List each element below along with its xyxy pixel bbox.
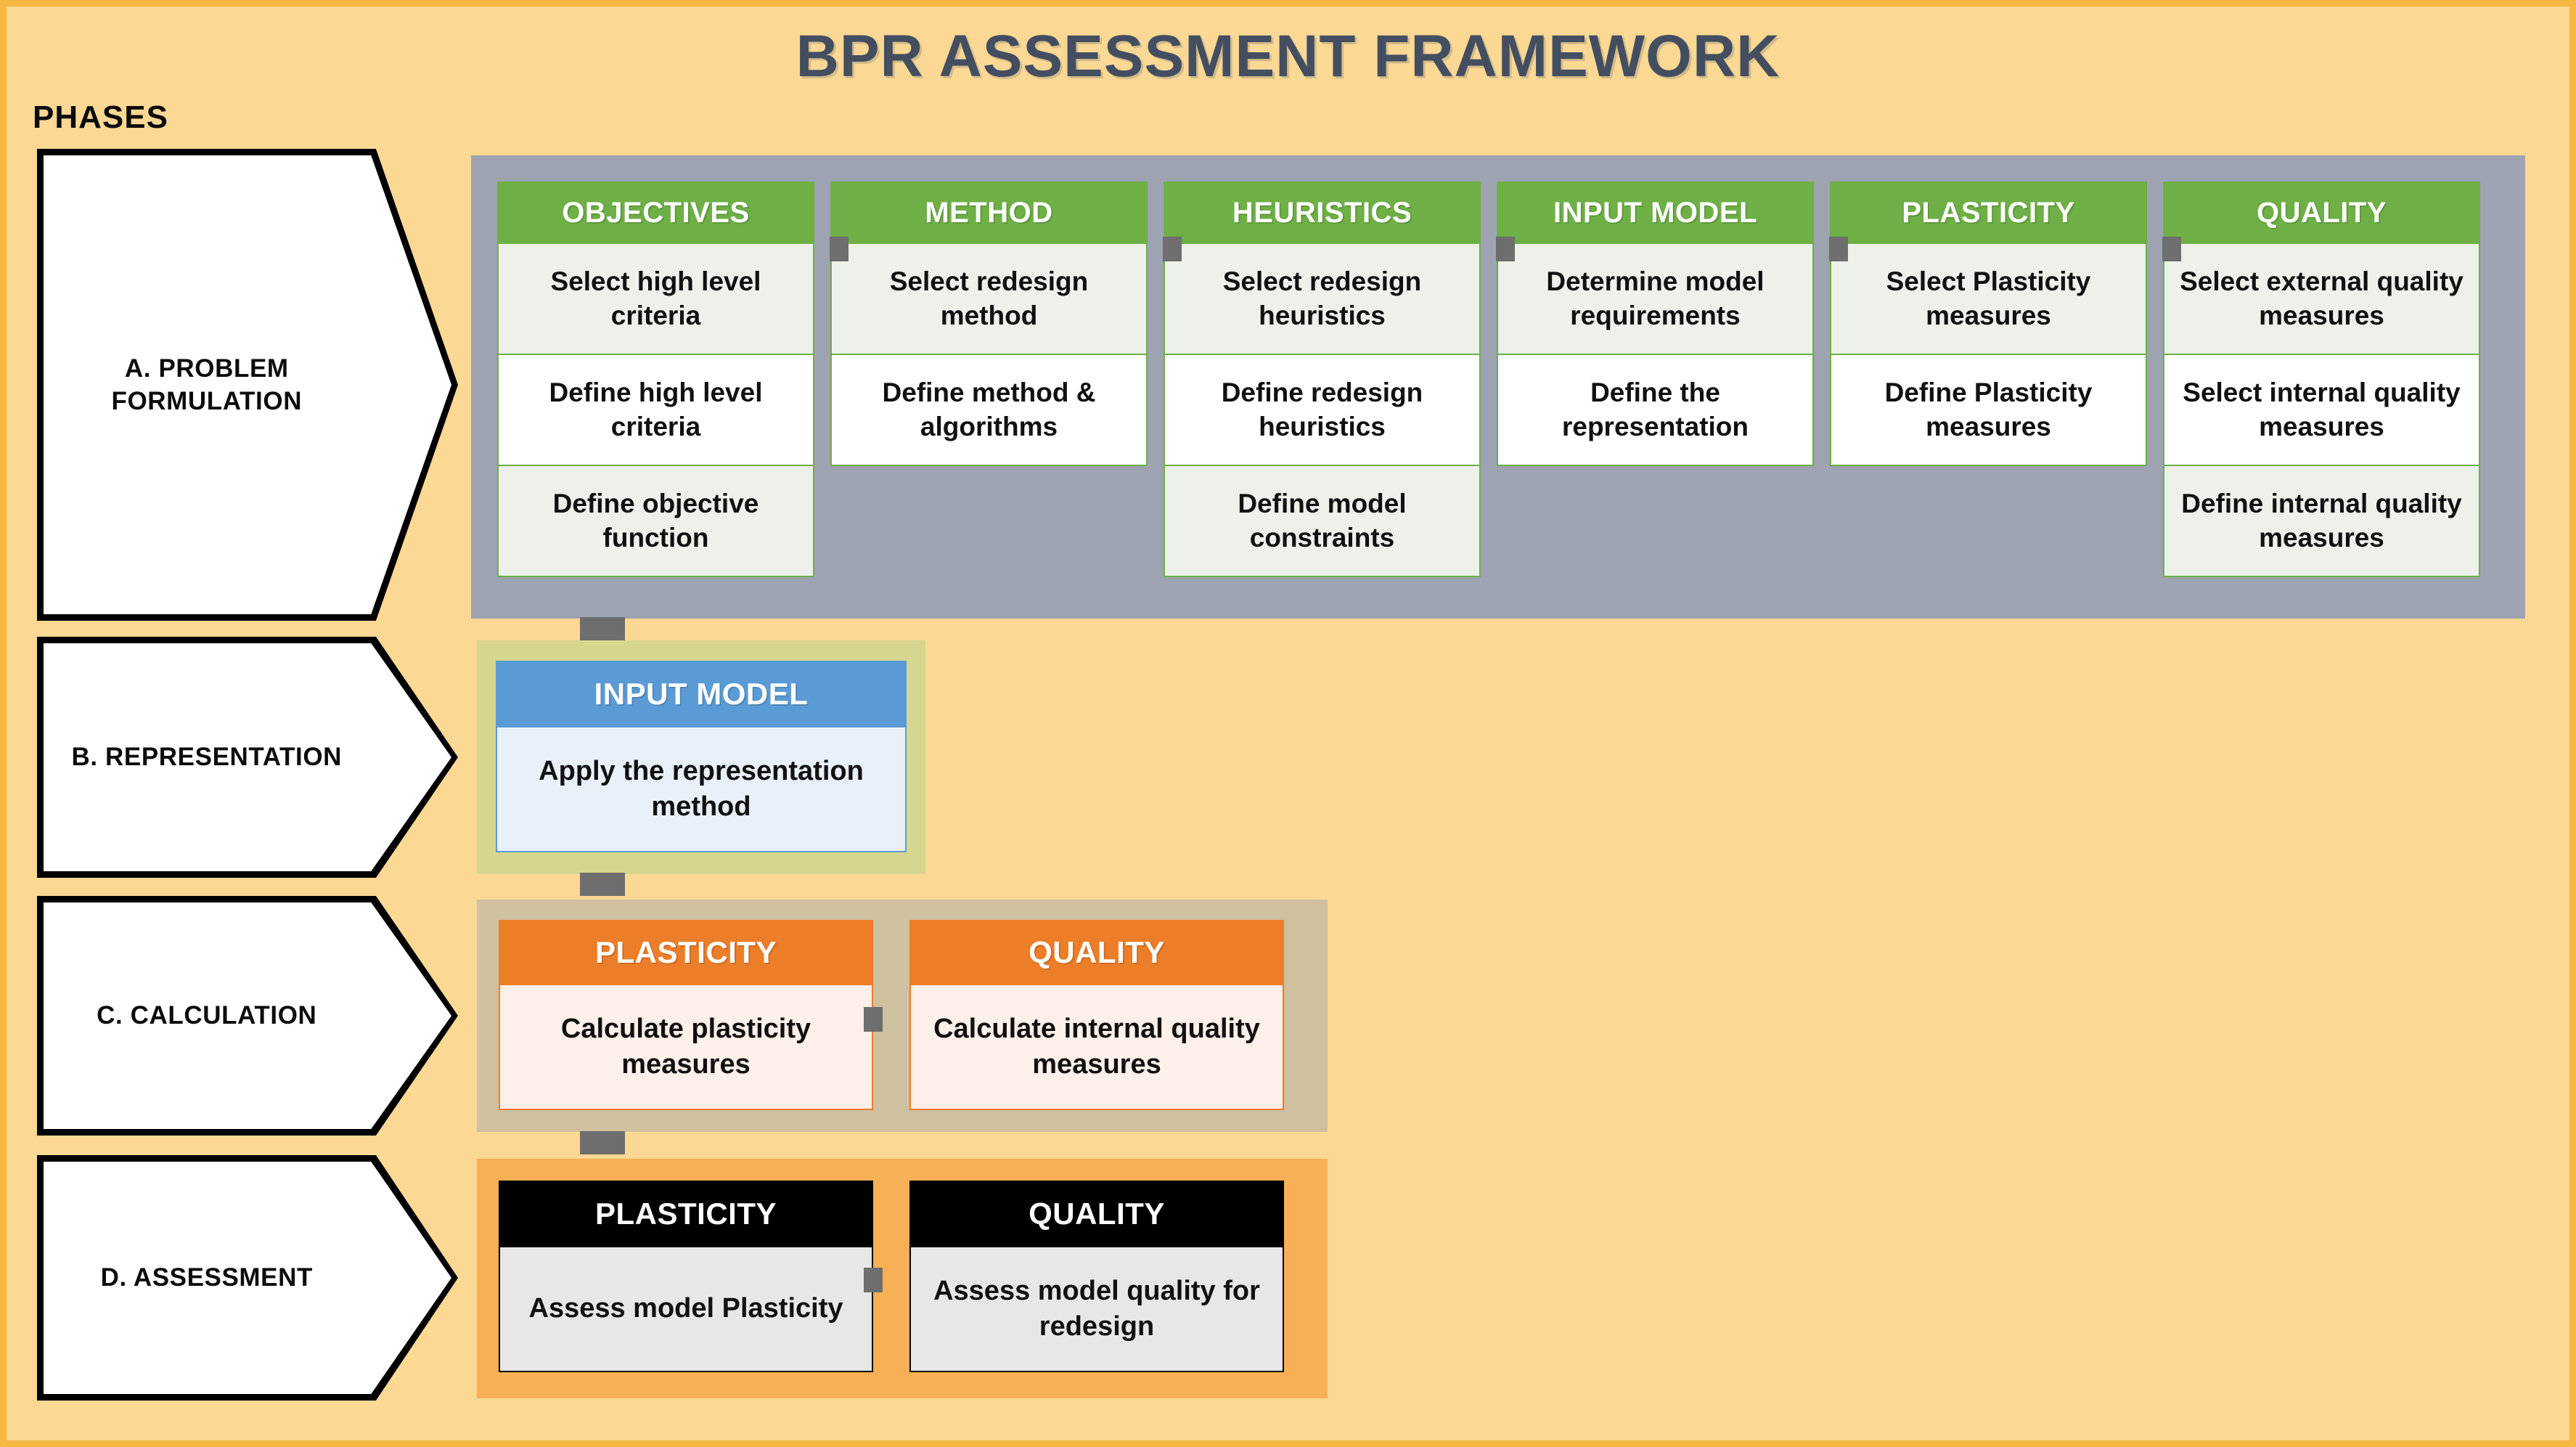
- connector-method-heuristics: [1163, 237, 1182, 261]
- column-input-model-representation[interactable]: INPUT MODEL Apply the representation met…: [496, 661, 907, 852]
- phase-arrow-b-inner: B. REPRESENTATION: [44, 643, 451, 871]
- section-a-columns: OBJECTIVES Select high level criteria De…: [497, 182, 2480, 577]
- cell-plasticity-1[interactable]: Select Plasticity measures: [1830, 244, 2147, 355]
- phase-arrow-d[interactable]: D. ASSESSMENT: [37, 1155, 458, 1401]
- section-d-panel: PLASTICITY Assess model Plasticity QUALI…: [477, 1159, 1328, 1398]
- cell-heuristics-2[interactable]: Define redesign heuristics: [1164, 355, 1481, 466]
- column-input-model[interactable]: INPUT MODEL Determine model requirements…: [1497, 182, 1814, 577]
- cell-heuristics-3[interactable]: Define model constraints: [1164, 466, 1481, 577]
- connector-plasticity-quality: [2162, 237, 2181, 261]
- cell-plasticity-2[interactable]: Define Plasticity measures: [1830, 355, 2147, 466]
- column-objectives[interactable]: OBJECTIVES Select high level criteria De…: [497, 182, 814, 577]
- phase-arrow-b[interactable]: B. REPRESENTATION: [37, 637, 458, 878]
- page-title: BPR ASSESSMENT FRAMEWORK: [796, 23, 1780, 89]
- cell-calculate-plasticity-measures[interactable]: Calculate plasticity measures: [499, 985, 873, 1110]
- column-plasticity[interactable]: PLASTICITY Select Plasticity measures De…: [1830, 182, 2147, 577]
- section-c-columns: PLASTICITY Calculate plasticity measures…: [499, 920, 1284, 1110]
- cell-calculate-internal-quality-measures[interactable]: Calculate internal quality measures: [909, 985, 1284, 1110]
- connector-b-to-c: [580, 873, 625, 896]
- column-quality-assessment[interactable]: QUALITY Assess model quality for redesig…: [909, 1181, 1284, 1372]
- column-heuristics[interactable]: HEURISTICS Select redesign heuristics De…: [1164, 182, 1481, 577]
- column-header-quality-c: QUALITY: [909, 920, 1284, 985]
- cell-input-model-1[interactable]: Determine model requirements: [1497, 244, 1814, 355]
- phase-arrow-d-inner: D. ASSESSMENT: [44, 1162, 451, 1394]
- column-header-plasticity: PLASTICITY: [1830, 182, 2147, 244]
- phase-arrow-c-inner: C. CALCULATION: [44, 902, 451, 1129]
- column-header-method: METHOD: [830, 182, 1148, 244]
- column-quality[interactable]: QUALITY Select external quality measures…: [2163, 182, 2480, 577]
- cell-heuristics-1[interactable]: Select redesign heuristics: [1164, 244, 1481, 355]
- column-method[interactable]: METHOD Select redesign method Define met…: [830, 182, 1148, 577]
- connector-objectives-method: [830, 237, 849, 261]
- phase-arrow-c[interactable]: C. CALCULATION: [37, 896, 458, 1136]
- connector-plasticity-quality-d: [864, 1268, 883, 1292]
- column-header-quality: QUALITY: [2163, 182, 2480, 244]
- cell-quality-1[interactable]: Select external quality measures: [2163, 244, 2480, 355]
- connector-plasticity-quality-c: [864, 1007, 883, 1032]
- column-header-objectives: OBJECTIVES: [497, 182, 814, 244]
- section-c-panel: PLASTICITY Calculate plasticity measures…: [477, 900, 1328, 1132]
- column-header-heuristics: HEURISTICS: [1164, 182, 1481, 244]
- phase-label-c: C. CALCULATION: [97, 1001, 317, 1030]
- cell-method-2[interactable]: Define method & algorithms: [830, 355, 1148, 466]
- cell-quality-2[interactable]: Select internal quality measures: [2163, 355, 2480, 466]
- phases-label: PHASES: [33, 99, 168, 135]
- column-quality-calculation[interactable]: QUALITY Calculate internal quality measu…: [909, 920, 1284, 1110]
- column-plasticity-assessment[interactable]: PLASTICITY Assess model Plasticity: [499, 1181, 873, 1372]
- column-plasticity-calculation[interactable]: PLASTICITY Calculate plasticity measures: [499, 920, 873, 1110]
- cell-objectives-2[interactable]: Define high level criteria: [497, 355, 814, 466]
- connector-input-model-plasticity: [1829, 237, 1848, 261]
- cell-assess-model-plasticity[interactable]: Assess model Plasticity: [499, 1247, 873, 1372]
- column-header-plasticity-c: PLASTICITY: [499, 920, 873, 985]
- cell-objectives-3[interactable]: Define objective function: [497, 466, 814, 577]
- column-header-plasticity-d: PLASTICITY: [499, 1181, 873, 1247]
- cell-apply-representation-method[interactable]: Apply the representation method: [496, 727, 907, 852]
- connector-a-to-b: [580, 617, 625, 640]
- section-d-columns: PLASTICITY Assess model Plasticity QUALI…: [499, 1181, 1284, 1372]
- cell-objectives-1[interactable]: Select high level criteria: [497, 244, 814, 355]
- cell-method-1[interactable]: Select redesign method: [830, 244, 1148, 355]
- connector-c-to-d: [580, 1131, 625, 1154]
- column-header-input-model-b: INPUT MODEL: [496, 661, 907, 727]
- phase-label-b: B. REPRESENTATION: [71, 743, 343, 772]
- cell-quality-3[interactable]: Define internal quality measures: [2163, 466, 2480, 577]
- cell-input-model-2[interactable]: Define the representation: [1497, 355, 1814, 466]
- phase-label-d: D. ASSESSMENT: [100, 1263, 313, 1292]
- section-a-panel: OBJECTIVES Select high level criteria De…: [471, 155, 2525, 619]
- column-header-quality-d: QUALITY: [909, 1181, 1284, 1247]
- connector-heuristics-input-model: [1496, 237, 1515, 261]
- cell-assess-model-quality-for-redesign[interactable]: Assess model quality for redesign: [909, 1247, 1284, 1372]
- section-b-panel: INPUT MODEL Apply the representation met…: [477, 640, 925, 874]
- column-header-input-model: INPUT MODEL: [1497, 182, 1814, 244]
